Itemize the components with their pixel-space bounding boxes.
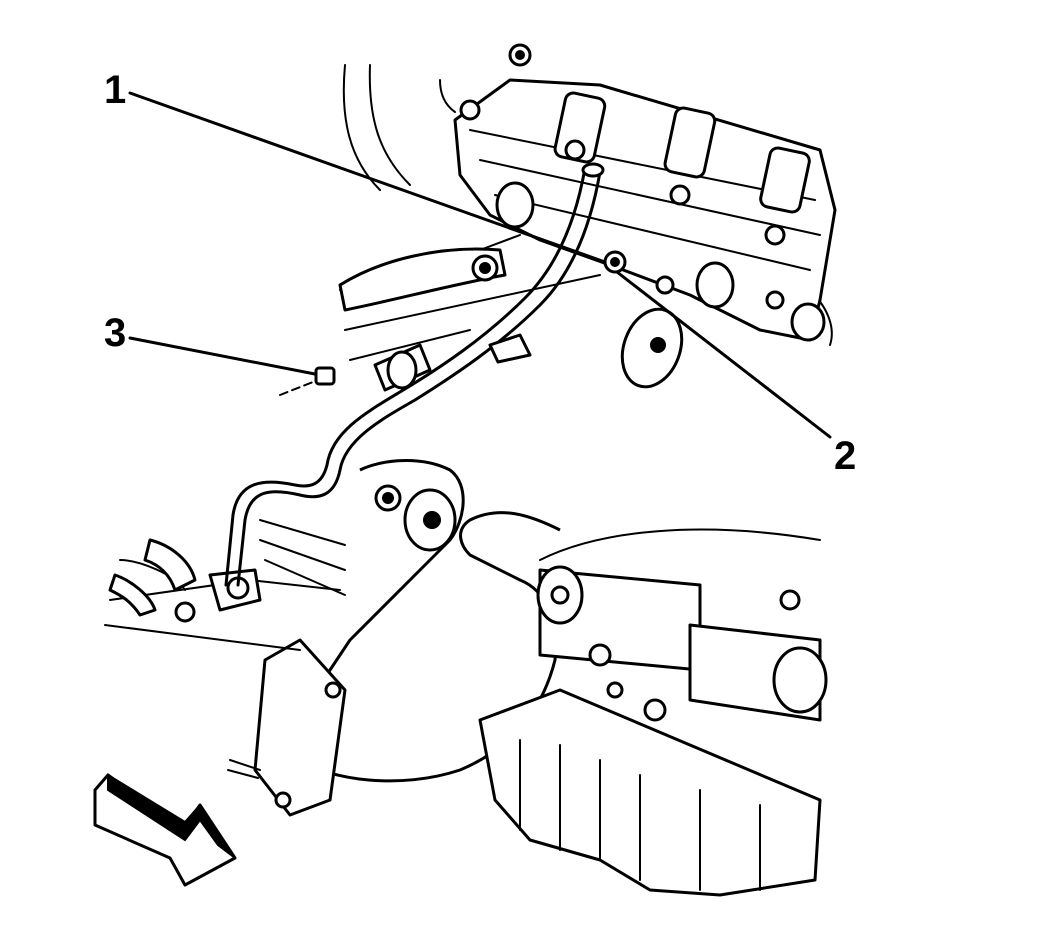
tube-assembly	[224, 162, 605, 587]
callout-label-1: 1	[104, 68, 127, 112]
left-mount	[104, 519, 346, 651]
exhaust-manifold	[227, 459, 561, 817]
leader-line-3-dash	[279, 379, 319, 396]
leader-line-1	[128, 91, 607, 264]
nut-item-3	[314, 366, 336, 386]
callout-label-3: 3	[104, 311, 127, 355]
intake-manifold	[453, 43, 837, 342]
direction-arrow-icon	[93, 773, 237, 887]
leader-line-2	[615, 270, 832, 439]
lower-block	[478, 565, 828, 897]
callout-label-2: 2	[834, 434, 857, 478]
leader-line-3	[128, 336, 322, 377]
nut-item-2	[603, 250, 627, 274]
engine-block	[338, 234, 684, 392]
leader-lines	[128, 91, 832, 439]
